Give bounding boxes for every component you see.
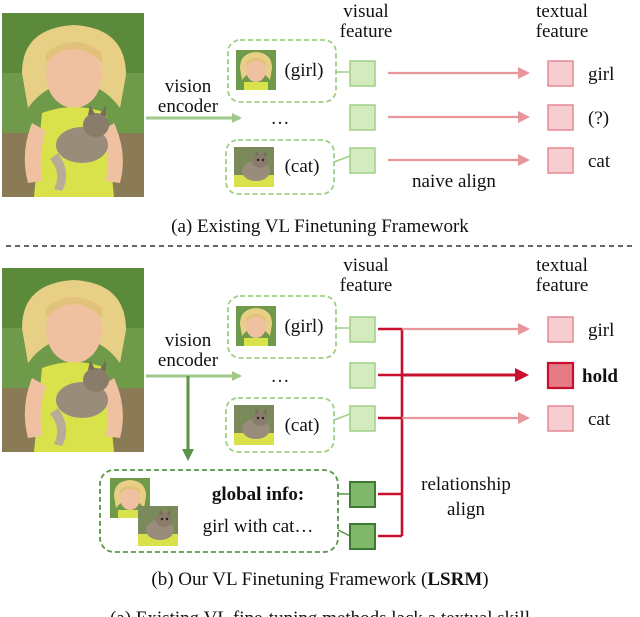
naive-align-label: naive align [412,171,496,192]
textual-feature-box [547,147,574,174]
relationship-align-line2: align [447,499,485,520]
textual-header-line1: textual [536,255,588,276]
encoder-label-line1: vision [165,330,212,351]
region-bubble-girl [227,295,337,359]
region-thumb-girl [236,50,276,90]
bubble-connector [333,413,351,421]
region-label-cat: (cat) [285,415,320,436]
global-info-text: girl with cat… [203,516,314,537]
region-bubble-cat [225,139,335,195]
global-feature-box [349,523,376,550]
footer-cut-text: (a) Existing VL fine-tuning methods lack… [110,608,530,617]
visual-header-line2: feature [340,21,393,42]
region-label-girl: (girl) [284,316,323,337]
relationship-align-line1: relationship [421,474,511,495]
region-ellipsis: … [271,108,290,129]
visual-feature-box [349,362,376,389]
relationship-bracket [378,327,404,538]
input-photo-bottom [2,268,144,452]
textual-header-line2: feature [536,275,589,296]
text-label-unknown: (?) [588,108,609,129]
region-label-cat: (cat) [285,156,320,177]
text-label-cat: cat [588,151,611,172]
region-thumb-cat [234,405,274,445]
region-ellipsis: … [271,366,290,387]
caption-b: (b) Our VL Finetuning Framework (LSRM) [151,569,488,590]
region-bubble-cat [225,397,335,453]
visual-feature-box [349,316,376,343]
textual-feature-box [547,104,574,131]
visual-header-line1: visual [343,1,388,22]
textual-feature-box-hold [546,361,575,390]
textual-feature-box [547,316,574,343]
global-info-bubble [99,469,339,553]
global-thumb-cat [138,506,178,546]
region-label-girl: (girl) [284,60,323,81]
global-feature-box [349,481,376,508]
text-label-girl: girl [588,64,614,85]
visual-feature-box [349,104,376,131]
encoder-label-line2: encoder [158,350,219,371]
textual-feature-box [547,405,574,432]
visual-feature-box [349,147,376,174]
global-info-title: global info: [212,484,304,505]
visual-feature-box [349,60,376,87]
bottom-panel: vision encoder (girl) … (cat) visual fea… [2,255,618,590]
region-thumb-girl [236,306,276,346]
input-photo-top [2,13,144,197]
visual-header-line1: visual [343,255,388,276]
text-label-cat: cat [588,409,611,430]
visual-header-line2: feature [340,275,393,296]
text-label-hold: hold [582,366,618,387]
region-thumb-cat [234,147,274,187]
encoder-label-line1: vision [165,76,212,97]
top-panel: vision encoder (girl) … (cat) visual fea… [2,1,614,237]
text-label-girl: girl [588,320,614,341]
encoder-label-line2: encoder [158,96,219,117]
region-bubble-girl [227,39,337,103]
bubble-connector [337,529,351,537]
textual-header-line2: feature [536,21,589,42]
textual-header-line1: textual [536,1,588,22]
bubble-connector [333,155,351,163]
visual-feature-box [349,405,376,432]
textual-feature-box [547,60,574,87]
caption-a: (a) Existing VL Finetuning Framework [171,216,469,237]
